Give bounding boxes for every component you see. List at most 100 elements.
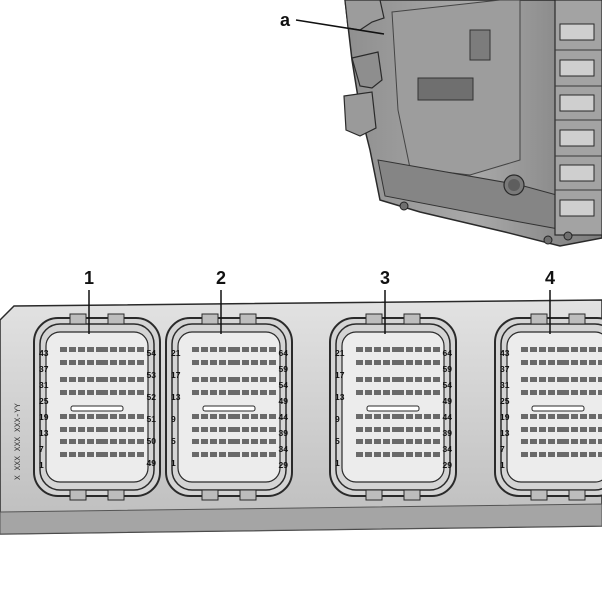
pin-cell [521, 414, 528, 419]
pin-cell [233, 347, 240, 352]
pin-cell [210, 377, 217, 382]
pin-cell [242, 452, 249, 457]
callout-a: a [280, 10, 385, 35]
pin-cell [242, 347, 249, 352]
coding-bar [531, 405, 585, 412]
pin-cell [415, 439, 422, 444]
pin-cell [383, 439, 390, 444]
pin-cell [119, 377, 126, 382]
pin-cell [539, 414, 546, 419]
pin-cell [557, 377, 564, 382]
pin-cell [589, 360, 596, 365]
pin-cell [219, 439, 226, 444]
pin-cell [119, 390, 126, 395]
pin-cell [78, 439, 85, 444]
pin-cell [119, 439, 126, 444]
connector-seal [39, 323, 155, 491]
pin-cell [233, 390, 240, 395]
pin-cell [433, 360, 440, 365]
pin-cell [110, 377, 117, 382]
pin-cell [251, 452, 258, 457]
pin-cell [251, 439, 258, 444]
pin-cell [260, 390, 267, 395]
pin-cell [260, 414, 267, 419]
pin-cell [548, 439, 555, 444]
pin-cell [571, 360, 578, 365]
pin-cell [110, 452, 117, 457]
pin-cell [110, 347, 117, 352]
pin-number-right: 29 [279, 460, 289, 470]
pin-cell [521, 360, 528, 365]
pin-cell [69, 347, 76, 352]
pin-cell [571, 452, 578, 457]
pin-cell [365, 390, 372, 395]
connector-callout-label: 4 [545, 268, 555, 288]
pin-cell [128, 347, 135, 352]
pin-cell [424, 452, 431, 457]
pin-cell [383, 347, 390, 352]
pin-cell [96, 360, 103, 365]
pin-cell [397, 452, 404, 457]
pin-cell [137, 452, 144, 457]
pin-cell [137, 414, 144, 419]
pin-cell [374, 414, 381, 419]
socket [559, 23, 595, 41]
pin-cell [433, 439, 440, 444]
pin-cell [557, 414, 564, 419]
pin-number-left: 21 [171, 348, 181, 358]
pin-cell [365, 439, 372, 444]
pin-number-left: 5 [335, 436, 340, 446]
pin-cell [397, 414, 404, 419]
latch-tab [403, 489, 421, 501]
coding-bar [366, 405, 420, 412]
pin-cell [374, 347, 381, 352]
pin-cell [589, 414, 596, 419]
pin-cell [69, 414, 76, 419]
pin-number-right: 54 [147, 348, 157, 358]
latch-tab [365, 313, 383, 325]
pin-cell [548, 360, 555, 365]
pin-cell [269, 377, 276, 382]
pin-cell [201, 360, 208, 365]
pin-cell [433, 390, 440, 395]
socket [559, 94, 595, 112]
pin-cell [201, 390, 208, 395]
pin-cell [137, 377, 144, 382]
pin-cell [242, 439, 249, 444]
pin-cell [128, 360, 135, 365]
pin-cell [415, 390, 422, 395]
pin-cell [101, 360, 108, 365]
latch-tab [568, 313, 586, 325]
pin-cell [580, 414, 587, 419]
pin-cell [548, 377, 555, 382]
pin-cell [87, 439, 94, 444]
pin-cell [562, 377, 569, 382]
pin-number-left: 19 [500, 412, 510, 422]
pin-cell [119, 360, 126, 365]
pin-cell [128, 439, 135, 444]
pin-cell [233, 377, 240, 382]
pin-cell [433, 452, 440, 457]
pin-cell [424, 414, 431, 419]
pin-cell [201, 439, 208, 444]
pin-cell [598, 427, 602, 432]
pin-number-right: 49 [279, 396, 289, 406]
pin-cell [589, 427, 596, 432]
pin-cell [228, 414, 235, 419]
pin-cell [530, 377, 537, 382]
pin-number-left: 43 [39, 348, 49, 358]
pin-cell [539, 390, 546, 395]
pin-cell [219, 452, 226, 457]
pin-cell [101, 452, 108, 457]
pin-cell [137, 427, 144, 432]
pin-cell [424, 377, 431, 382]
pin-cell [251, 360, 258, 365]
pin-cell [598, 452, 602, 457]
pin-cell [201, 452, 208, 457]
latch-tab [201, 489, 219, 501]
pin-cell [424, 347, 431, 352]
pin-number-left: 17 [171, 370, 181, 380]
pin-cell [562, 360, 569, 365]
pin-cell [433, 377, 440, 382]
